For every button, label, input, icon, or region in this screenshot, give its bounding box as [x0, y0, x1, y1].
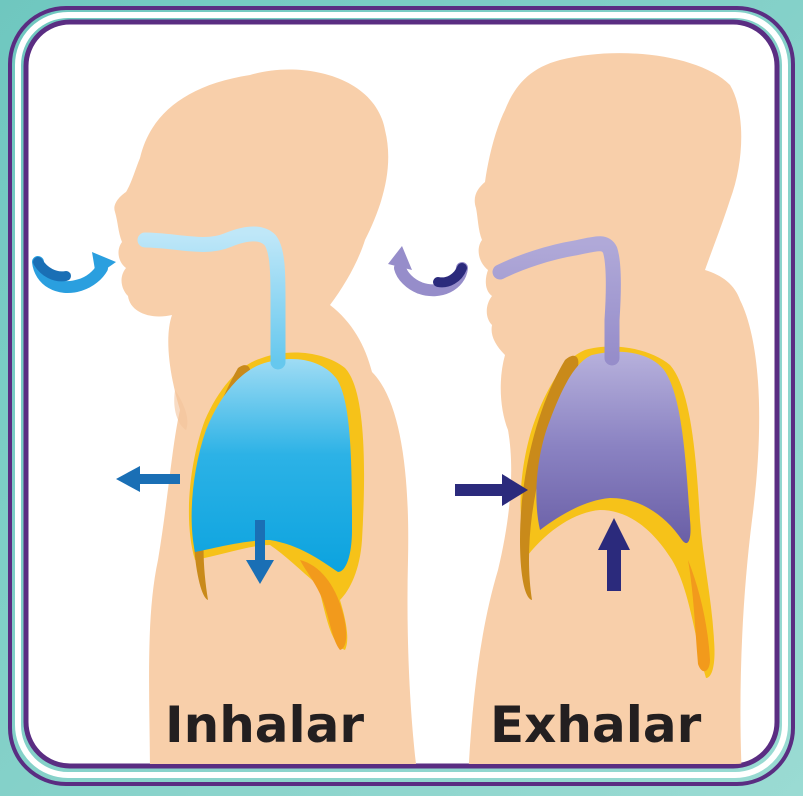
inhale-label: Inhalar	[165, 690, 364, 760]
exhale-label: Exhalar	[490, 690, 701, 760]
